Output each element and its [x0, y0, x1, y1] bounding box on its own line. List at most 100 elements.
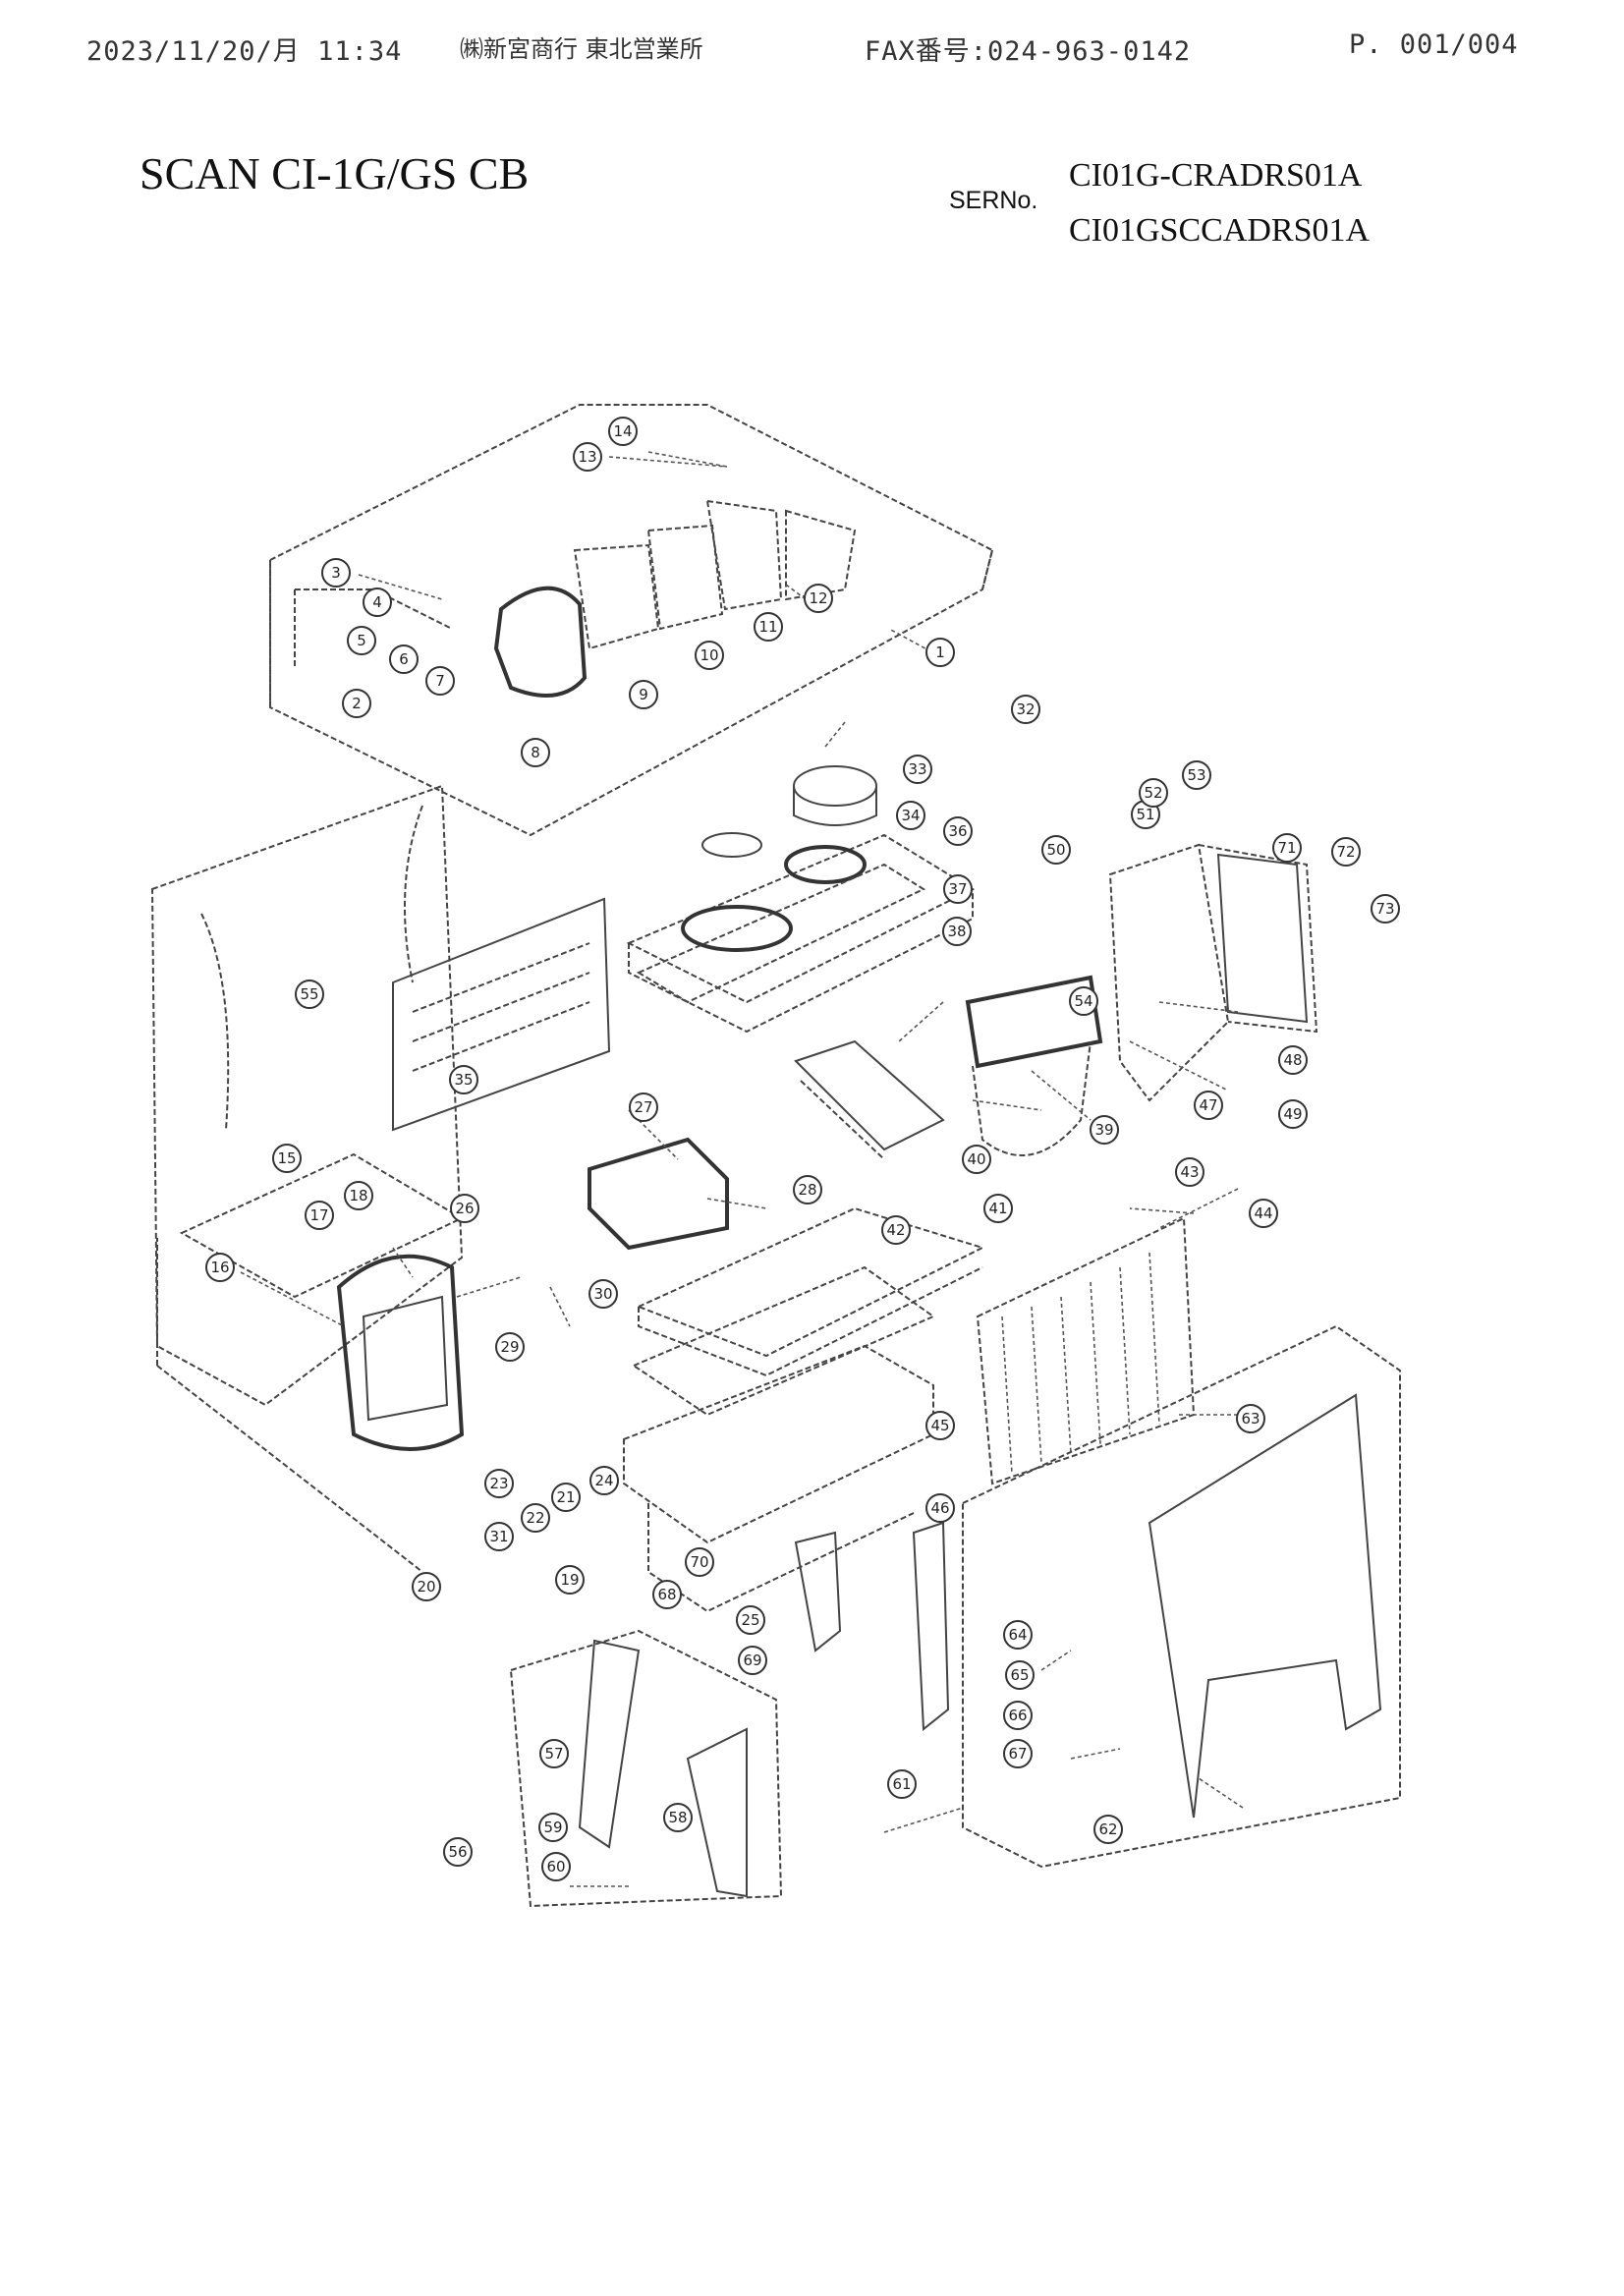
- callout-label: 33: [908, 760, 926, 778]
- callout-label: 63: [1241, 1410, 1260, 1428]
- callout-10: 10: [695, 641, 724, 670]
- callout-label: 40: [967, 1150, 985, 1168]
- callout-label: 4: [372, 593, 382, 611]
- callout-label: 14: [613, 422, 632, 440]
- callout-58: 58: [663, 1803, 693, 1832]
- callout-73: 73: [1371, 894, 1400, 924]
- callout-27: 27: [629, 1092, 658, 1122]
- callout-14: 14: [608, 417, 638, 446]
- callout-50: 50: [1041, 835, 1071, 865]
- callout-label: 22: [526, 1509, 544, 1527]
- callout-2: 2: [342, 689, 371, 718]
- callout-55: 55: [295, 980, 324, 1009]
- callout-65: 65: [1005, 1660, 1035, 1690]
- callout-60: 60: [541, 1852, 571, 1881]
- fax-header: 2023/11/20/月 11:34 ㈱新宮商行 東北営業所 FAX番号:024…: [0, 29, 1624, 69]
- callout-label: 36: [948, 822, 967, 840]
- callout-label: 41: [988, 1200, 1007, 1217]
- callout-label: 42: [886, 1221, 905, 1239]
- callout-16: 16: [205, 1253, 235, 1282]
- callout-21: 21: [551, 1483, 581, 1512]
- callout-label: 51: [1136, 806, 1154, 823]
- callout-59: 59: [538, 1813, 568, 1842]
- callout-47: 47: [1194, 1091, 1223, 1120]
- callout-13: 13: [573, 442, 602, 472]
- diagram-leader-lines: [240, 451, 1244, 1887]
- serial-number-2: CI01GSCCADRS01A: [1069, 212, 1371, 249]
- callout-label: 52: [1144, 784, 1162, 802]
- callout-45: 45: [925, 1411, 955, 1440]
- fax-date-time: 2023/11/20/月 11:34: [86, 36, 403, 67]
- callout-label: 58: [668, 1809, 687, 1826]
- callout-label: 18: [349, 1187, 367, 1204]
- callout-19: 19: [555, 1565, 585, 1595]
- callout-label: 1: [935, 644, 945, 661]
- callout-label: 27: [634, 1098, 652, 1116]
- callout-label: 26: [455, 1200, 474, 1217]
- callout-62: 62: [1093, 1815, 1123, 1844]
- fax-sender: ㈱新宮商行 東北営業所: [460, 35, 703, 63]
- callout-label: 73: [1375, 900, 1394, 918]
- callout-8: 8: [521, 738, 550, 767]
- callout-68: 68: [652, 1580, 682, 1609]
- callout-40: 40: [962, 1145, 991, 1174]
- callout-label: 28: [798, 1181, 816, 1199]
- callout-39: 39: [1090, 1115, 1119, 1145]
- callout-23: 23: [484, 1469, 514, 1498]
- callout-label: 32: [1016, 700, 1035, 718]
- callout-71: 71: [1272, 833, 1302, 863]
- callout-label: 8: [531, 744, 540, 761]
- callout-label: 56: [448, 1843, 467, 1861]
- callout-label: 53: [1187, 766, 1205, 784]
- callout-31: 31: [484, 1522, 514, 1551]
- callout-label: 44: [1254, 1204, 1272, 1222]
- callout-48: 48: [1278, 1045, 1308, 1075]
- callout-35: 35: [449, 1065, 478, 1094]
- callout-1: 1: [925, 638, 955, 667]
- callout-29: 29: [495, 1332, 525, 1362]
- callout-72: 72: [1331, 837, 1361, 867]
- callout-label: 38: [947, 923, 966, 940]
- callout-6: 6: [389, 644, 419, 674]
- callout-label: 64: [1008, 1626, 1027, 1644]
- callout-7: 7: [425, 666, 455, 696]
- callout-label: 57: [544, 1745, 563, 1763]
- callout-64: 64: [1003, 1620, 1033, 1650]
- callout-label: 31: [489, 1528, 508, 1545]
- callout-label: 46: [930, 1499, 949, 1517]
- callout-label: 6: [399, 650, 409, 668]
- callout-53: 53: [1182, 760, 1211, 790]
- fax-page-number: P. 001/004: [1349, 29, 1519, 60]
- callout-label: 39: [1094, 1121, 1113, 1139]
- callout-label: 55: [300, 985, 318, 1003]
- callout-15: 15: [272, 1144, 302, 1173]
- callout-42: 42: [881, 1215, 911, 1245]
- callout-label: 66: [1008, 1707, 1027, 1724]
- callout-label: 61: [892, 1775, 911, 1793]
- callout-49: 49: [1278, 1099, 1308, 1129]
- callout-label: 17: [309, 1206, 328, 1224]
- diagram-outlines: [150, 404, 1401, 1908]
- callout-67: 67: [1003, 1739, 1033, 1768]
- callout-26: 26: [450, 1194, 479, 1223]
- callout-52: 52: [1139, 778, 1168, 808]
- callout-label: 29: [500, 1338, 519, 1356]
- callout-label: 5: [357, 632, 366, 649]
- callout-label: 10: [700, 646, 718, 664]
- callout-69: 69: [738, 1646, 767, 1675]
- callout-label: 47: [1199, 1096, 1217, 1114]
- callout-66: 66: [1003, 1701, 1033, 1730]
- callout-label: 71: [1277, 839, 1296, 857]
- callout-label: 54: [1074, 992, 1092, 1010]
- callout-22: 22: [521, 1503, 550, 1533]
- callout-11: 11: [754, 612, 783, 642]
- callout-33: 33: [903, 755, 932, 784]
- callout-43: 43: [1175, 1157, 1204, 1187]
- document-title: SCAN CI-1G/GS CB: [140, 148, 530, 198]
- callout-label: 11: [758, 618, 777, 636]
- serial-number-1: CI01G-CRADRS01A: [1069, 157, 1363, 194]
- callout-38: 38: [942, 917, 972, 946]
- callout-label: 59: [543, 1819, 562, 1836]
- callout-label: 69: [743, 1652, 761, 1669]
